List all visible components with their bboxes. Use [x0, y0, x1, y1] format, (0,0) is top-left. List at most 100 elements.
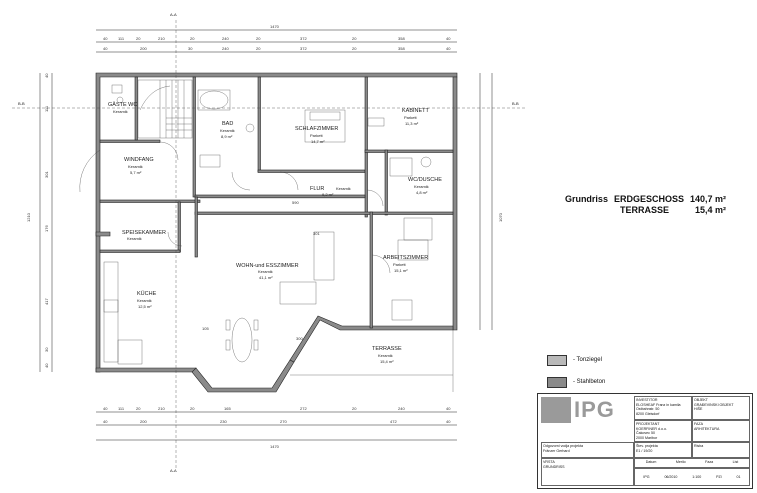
summary-terrace: TERRASSE: [619, 205, 669, 215]
svg-text:20: 20: [256, 36, 261, 41]
summary-label: Grundriss: [564, 194, 608, 204]
terrace-edge: [290, 330, 454, 392]
svg-text:20: 20: [256, 46, 261, 51]
room-floor: Keramik: [336, 186, 351, 191]
section-label-bb-right: B-B: [512, 101, 519, 106]
svg-text:165: 165: [224, 406, 231, 411]
svg-text:210: 210: [158, 36, 165, 41]
room-area: 4,8 m²: [416, 190, 428, 195]
svg-text:40: 40: [103, 406, 108, 411]
svg-text:30: 30: [44, 347, 49, 352]
room-name: TERRASSE: [372, 346, 402, 352]
svg-text:40: 40: [446, 406, 451, 411]
room-name: FLUR: [310, 186, 324, 192]
room-arbeit: ARBEITSZIMMER Parkett 15,1 m²: [383, 255, 428, 273]
exterior-walls: [95, 72, 458, 393]
summary-terrace-area: 15,4 m²: [694, 205, 726, 215]
svg-text:20: 20: [352, 406, 357, 411]
svg-text:40: 40: [446, 46, 451, 51]
dim-bottom-row1: 40 111 20 210 20 165 272 20 240 40: [103, 406, 451, 411]
room-area: 9,2 m²: [322, 192, 334, 197]
svg-text:111: 111: [118, 36, 125, 41]
room-name: ARBEITSZIMMER: [383, 255, 428, 261]
room-area: 5,7 m²: [130, 170, 142, 175]
room-floor: Keramik: [137, 298, 152, 303]
svg-text:270: 270: [280, 419, 287, 424]
svg-text:40: 40: [446, 419, 451, 424]
legend-swatch-stahlbeton: [547, 376, 567, 388]
interior-walls: [99, 76, 454, 329]
staircase: [137, 79, 193, 139]
svg-text:358: 358: [398, 46, 405, 51]
room-name: KÜCHE: [137, 290, 157, 297]
room-floor: Keramik: [220, 128, 235, 133]
svg-text:111: 111: [44, 105, 49, 112]
svg-text:40: 40: [44, 363, 49, 368]
logo-text: IPG: [574, 397, 615, 422]
svg-text:200: 200: [140, 46, 147, 51]
svg-text:301: 301: [44, 171, 49, 178]
room-floor: Keramik: [113, 109, 128, 114]
door-swings: [79, 141, 391, 274]
svg-text:240: 240: [222, 36, 229, 41]
svg-text:40: 40: [44, 73, 49, 78]
dim-top-total: 1470: [270, 24, 280, 29]
room-area: 15,4 m²: [380, 359, 394, 364]
section-label-aa-bottom: A-A: [170, 468, 177, 473]
svg-text:272: 272: [300, 406, 307, 411]
dim-right-total: 1070: [498, 212, 503, 222]
room-flur: FLUR Keramik 9,2 m²: [310, 186, 351, 197]
room-area: 41,1 m²: [259, 275, 273, 280]
tb-risba: Risba: [692, 442, 750, 458]
legend-item: - Stahlbeton: [547, 376, 605, 388]
svg-text:372: 372: [300, 36, 307, 41]
svg-text:20: 20: [136, 406, 141, 411]
summary-floor: ERDGESCHOSS: [613, 194, 684, 204]
dim-left-parts: 40 111 301 176 417 30 40: [44, 73, 49, 368]
material-legend: - Tonziegel - Stahlbeton: [547, 354, 605, 398]
svg-text:40: 40: [446, 36, 451, 41]
svg-text:358: 358: [398, 36, 405, 41]
svg-text:40: 40: [103, 46, 108, 51]
dim-bottom-row2: 40 200 230 270 472 40: [103, 419, 451, 424]
room-floor: Parkett: [310, 133, 324, 138]
room-bad: BAD Keramik 8,9 m²: [220, 121, 235, 139]
section-label-aa-top: A-A: [170, 12, 177, 17]
legend-label: - Stahlbeton: [573, 379, 606, 385]
room-floor: Keramik: [128, 164, 143, 169]
svg-text:230: 230: [220, 419, 227, 424]
dim-top-row1: 40 111 20 210 20 240 20 372 20 358 40: [103, 36, 451, 41]
dim-inner: 590 301 300 105: [202, 200, 320, 341]
section-label-bb-left: B-B: [18, 101, 25, 106]
svg-text:111: 111: [118, 406, 125, 411]
svg-text:105: 105: [202, 326, 209, 331]
room-name: WC/DUSCHE: [408, 177, 442, 183]
room-area: 11,3 m²: [405, 121, 419, 126]
fixtures: [103, 84, 433, 365]
svg-text:472: 472: [390, 419, 397, 424]
room-kuche: KÜCHE Keramik 12,5 m²: [137, 290, 157, 309]
dim-top-row2: 40 200 30 240 20 372 20 358 40: [103, 46, 451, 51]
dim-bottom-total: 1470: [270, 444, 280, 449]
svg-text:176: 176: [44, 225, 49, 232]
room-name: SPEISEKAMMER: [122, 230, 166, 236]
room-area: 8,9 m²: [221, 134, 233, 139]
room-floor: Keramik: [127, 236, 142, 241]
svg-text:210: 210: [158, 406, 165, 411]
ipg-logo-icon: [541, 397, 571, 423]
room-speisekammer: SPEISEKAMMER Keramik: [122, 230, 166, 241]
svg-text:20: 20: [190, 406, 195, 411]
room-wc-dusche: WC/DUSCHE Keramik 4,8 m²: [408, 177, 442, 195]
room-area: 12,5 m²: [138, 304, 152, 309]
section-lines: [12, 20, 525, 468]
svg-text:240: 240: [222, 46, 229, 51]
legend-label: - Tonziegel: [573, 357, 602, 363]
room-name: BAD: [222, 121, 233, 127]
